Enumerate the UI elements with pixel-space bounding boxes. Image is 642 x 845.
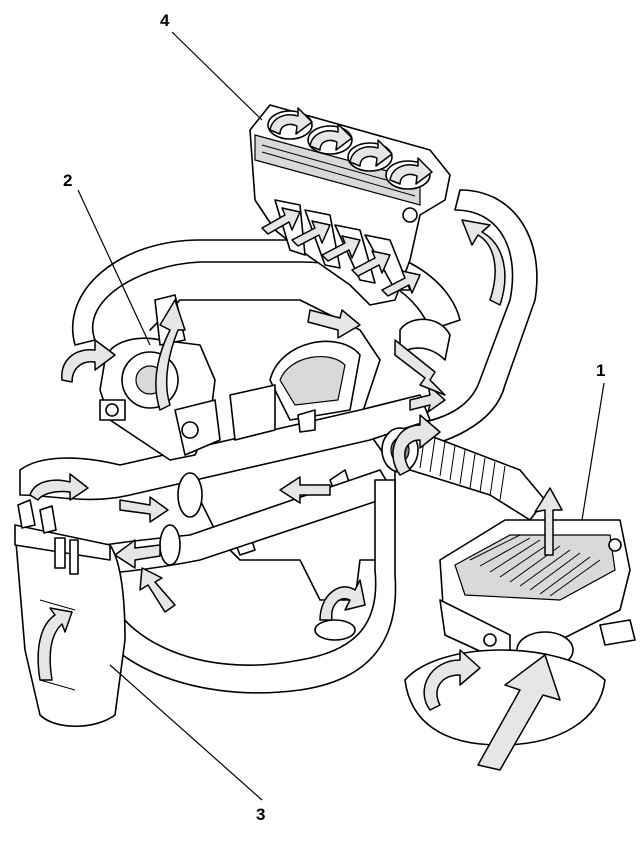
flow-arrow [389,157,433,185]
flow-arrow [119,496,169,523]
flow-arrow [309,123,353,151]
flow-arrow [61,339,116,383]
flow-arrow [139,567,176,613]
lower-hose-loop [74,479,397,694]
flow-arrow [261,207,301,235]
flow-arrow [321,235,361,262]
flow-arrow [392,414,441,476]
flow-arrow [319,579,366,621]
callout-2: 2 [63,171,73,190]
flow-arrow [381,270,421,297]
flow-arrow [29,473,89,501]
flow-arrow [394,339,446,396]
flow-arrow [279,476,331,504]
leader-lines [77,31,605,801]
flow-arrow [409,384,446,413]
flow-arrow [269,107,313,135]
flow-arrow [534,487,563,556]
callout-1: 1 [596,361,606,380]
flow-arrow [114,539,161,569]
flow-arrow [349,139,393,167]
flow-arrow [155,299,186,411]
flow-arrows [29,107,563,771]
callout-3: 3 [256,805,266,824]
flow-arrow [307,309,361,339]
flow-arrow [423,649,481,711]
flow-arrow [37,607,73,681]
flow-arrow [351,250,391,277]
flow-arrow [291,220,331,247]
callout-4: 4 [160,11,170,30]
flow-arrow [461,219,506,306]
flow-arrow [477,654,561,771]
